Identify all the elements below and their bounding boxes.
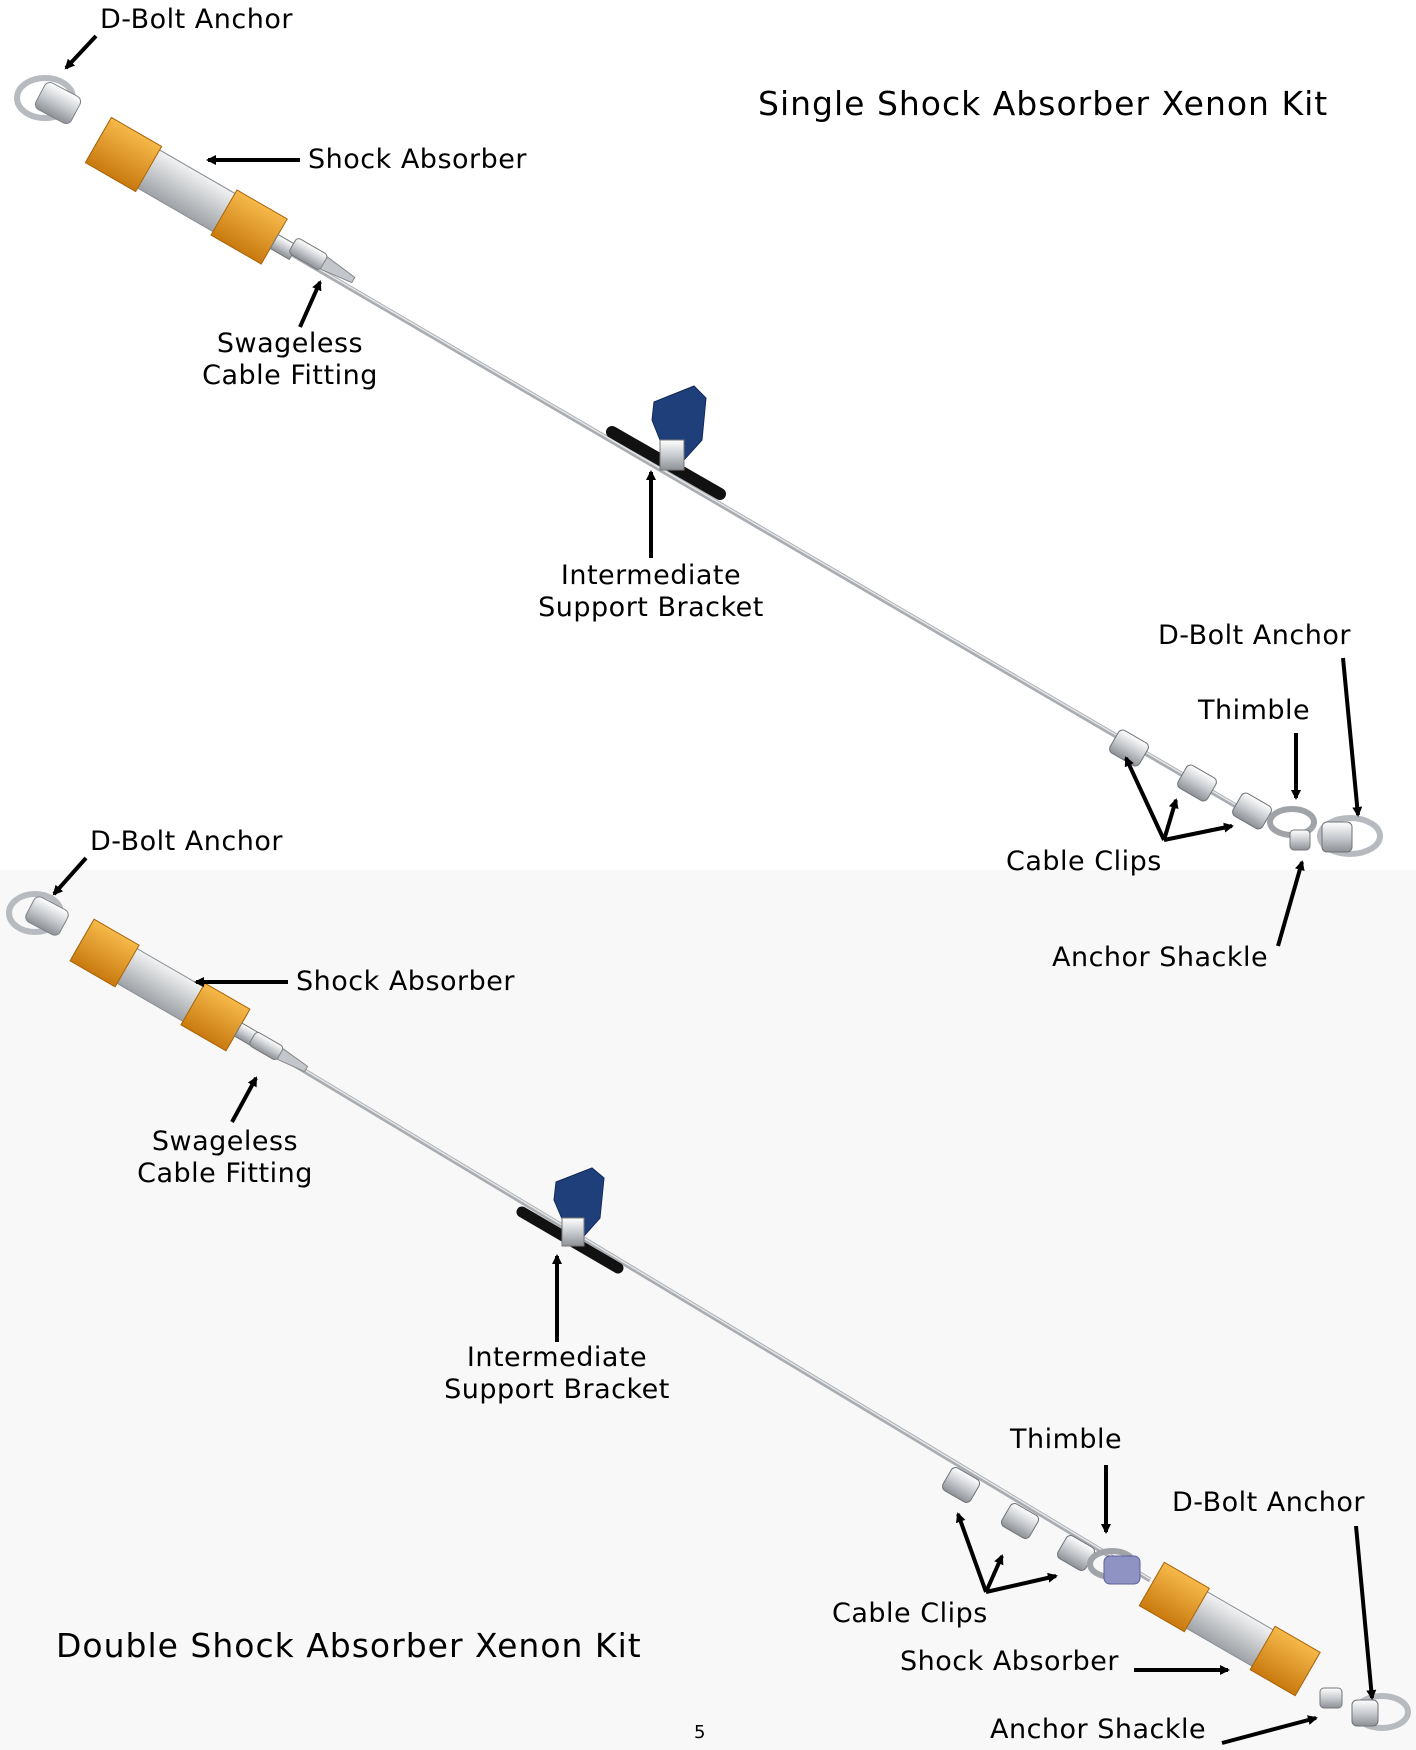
- shock-absorber-icon: [1138, 1561, 1321, 1697]
- label-bracket-line1: Intermediate: [560, 560, 742, 591]
- cable-clips-icon: [941, 1467, 1096, 1571]
- thimble-shackle-icon: [1087, 1548, 1141, 1585]
- intermediate-bracket-icon: [516, 1167, 624, 1274]
- label-thimble: Thimble: [1010, 1424, 1123, 1455]
- single-kit-art: [14, 75, 1383, 857]
- label-bracket-line2: Support Bracket: [538, 592, 764, 623]
- single-kit-title: Single Shock Absorber Xenon Kit: [758, 84, 1329, 123]
- shock-absorber-icon: [84, 116, 298, 265]
- double-kit-title: Double Shock Absorber Xenon Kit: [56, 1626, 642, 1665]
- double-kit-art: [6, 891, 1411, 1731]
- label-swageless-line2: Cable Fitting: [202, 360, 378, 391]
- label-d-bolt-anchor-right: D-Bolt Anchor: [1158, 620, 1351, 651]
- label-anchor-shackle: Anchor Shackle: [990, 1714, 1207, 1745]
- shock-absorber-icon: [69, 918, 260, 1052]
- label-bracket-line2: Support Bracket: [444, 1374, 670, 1405]
- label-shock-absorber: Shock Absorber: [308, 144, 527, 175]
- d-bolt-anchor-icon: [14, 75, 82, 125]
- cable-clips-icon: [1109, 729, 1272, 830]
- d-bolt-anchor-icon: [6, 891, 69, 936]
- swageless-fitting-icon: [249, 1032, 309, 1073]
- label-cable-clips: Cable Clips: [832, 1598, 988, 1629]
- label-shock-absorber: Shock Absorber: [296, 966, 515, 997]
- cable: [248, 1035, 1152, 1583]
- swageless-fitting-icon: [289, 238, 356, 284]
- top-callout-arrows: [64, 34, 1363, 947]
- label-bracket-line1: Intermediate: [466, 1342, 648, 1373]
- d-bolt-anchor-icon: [1319, 1687, 1411, 1731]
- label-d-bolt-anchor: D-Bolt Anchor: [90, 826, 283, 857]
- label-swageless-line1: Swageless: [151, 1126, 299, 1157]
- bottom-callout-arrows: [52, 856, 1377, 1745]
- label-swageless-line2: Cable Fitting: [137, 1158, 313, 1189]
- intermediate-bracket-icon: [606, 385, 726, 500]
- label-d-bolt-anchor: D-Bolt Anchor: [100, 4, 293, 35]
- label-cable-clips: Cable Clips: [1006, 846, 1162, 877]
- label-shock-absorber-right: Shock Absorber: [900, 1646, 1119, 1677]
- thimble-shackle-anchor-icon: [1267, 806, 1383, 857]
- cable: [283, 247, 1262, 823]
- label-thimble: Thimble: [1198, 695, 1311, 726]
- page-number: 5: [694, 1722, 706, 1743]
- label-d-bolt-anchor-right: D-Bolt Anchor: [1172, 1487, 1365, 1518]
- label-anchor-shackle: Anchor Shackle: [1052, 942, 1269, 973]
- label-swageless-line1: Swageless: [216, 328, 364, 359]
